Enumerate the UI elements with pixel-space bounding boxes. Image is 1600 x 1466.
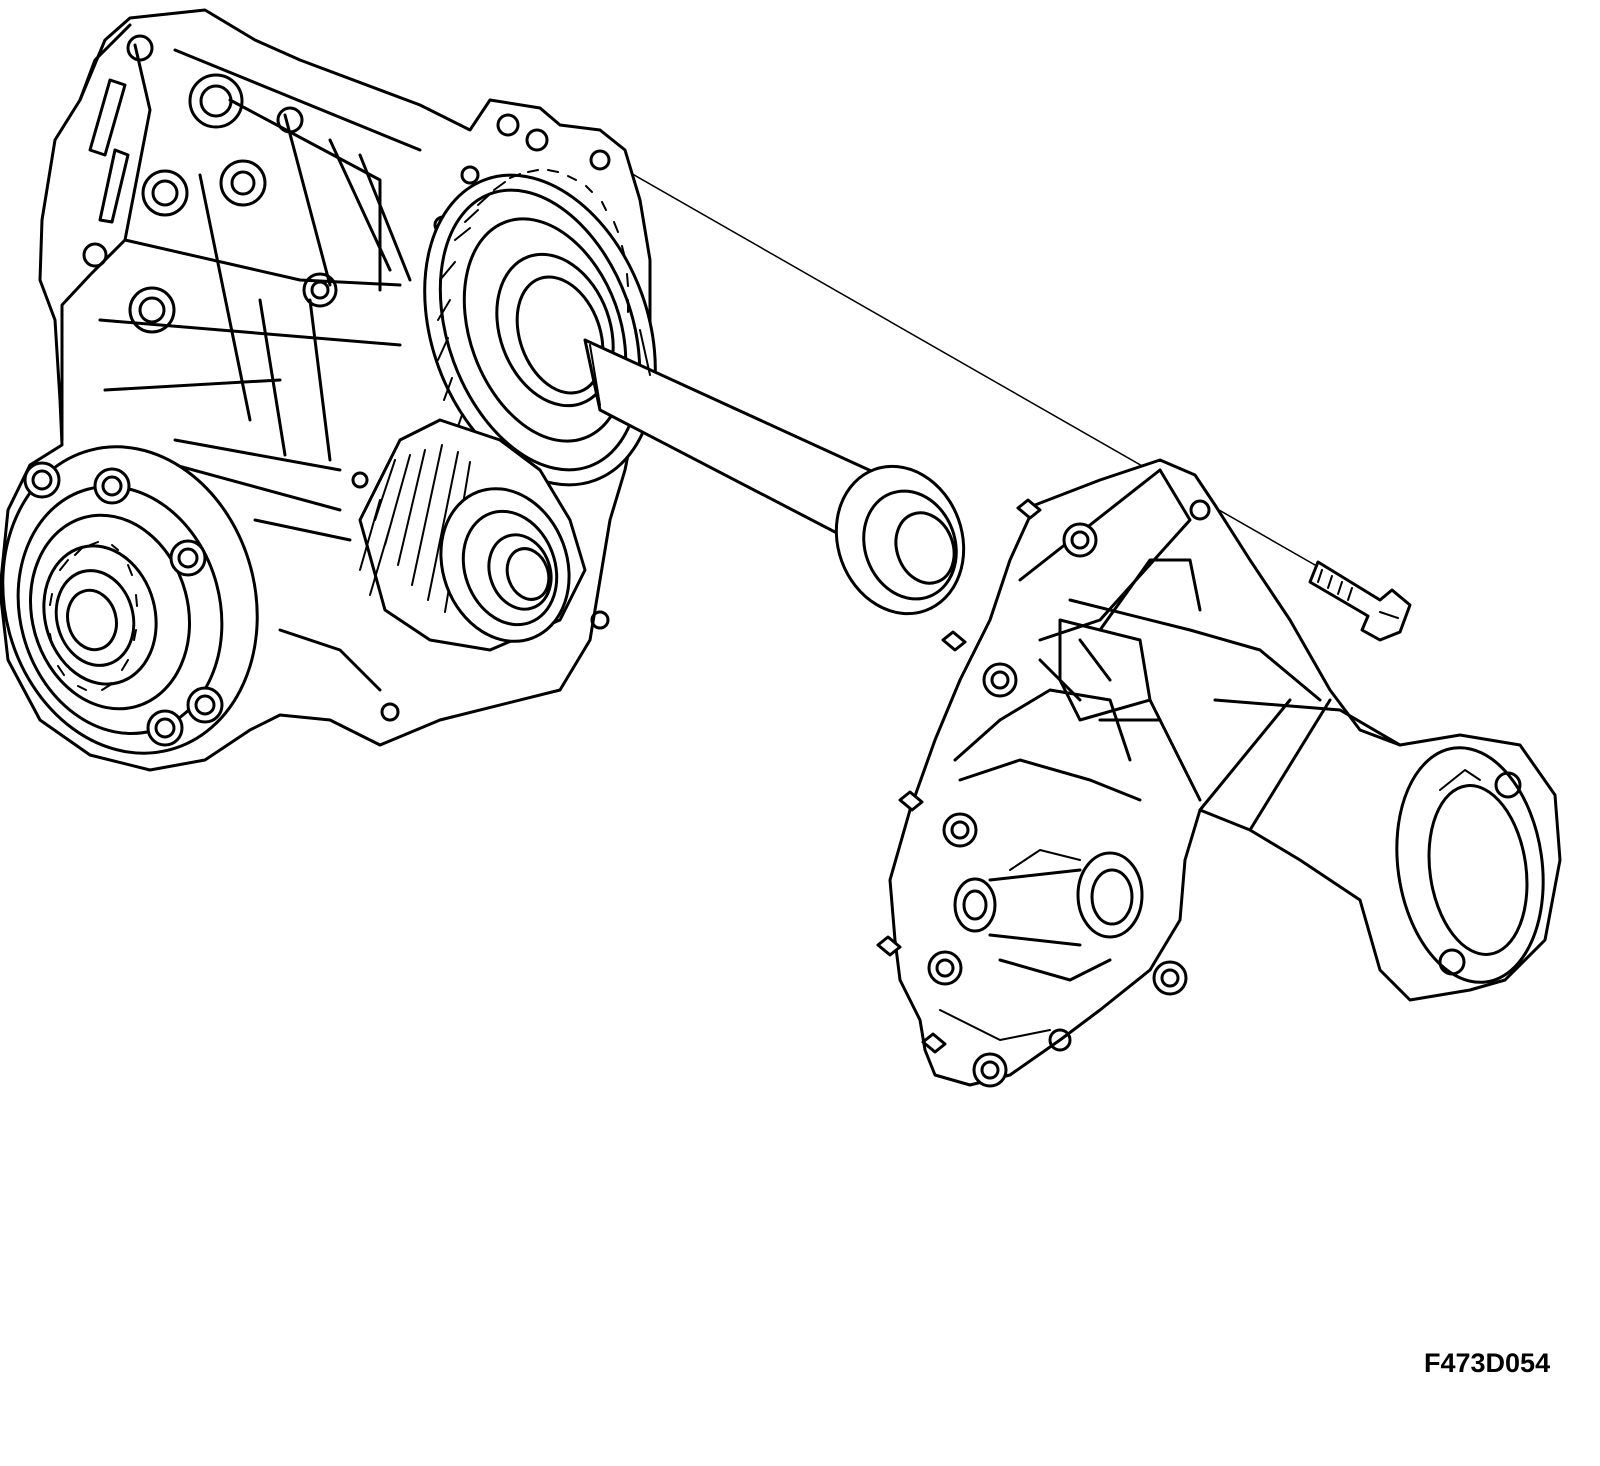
ext-bolt-2 (982, 662, 1018, 698)
ext-bolt-1 (1062, 522, 1098, 558)
ext-bolt-5 (972, 1052, 1008, 1088)
flange-bolt-3 (169, 539, 207, 577)
output-shaft (495, 252, 966, 616)
flange-bolt-2 (93, 467, 131, 505)
flange-bolt-1 (23, 461, 61, 499)
flange-bolt-5 (146, 709, 184, 747)
flange-bolt-4 (186, 686, 224, 724)
ext-bolt-3 (942, 812, 978, 848)
ext-bolt-6 (1152, 960, 1188, 996)
flange-bolts (23, 461, 224, 747)
extension-housing (888, 458, 1562, 1087)
ext-bolt-4 (927, 950, 963, 986)
figure-code-label: F473D054 (1424, 1348, 1551, 1378)
helical-pinion-gear (358, 418, 587, 652)
mounting-bolt (1308, 560, 1412, 642)
housing-studs (876, 498, 1042, 1054)
output-flange (1, 445, 259, 755)
extension-bolts (927, 522, 1188, 1088)
